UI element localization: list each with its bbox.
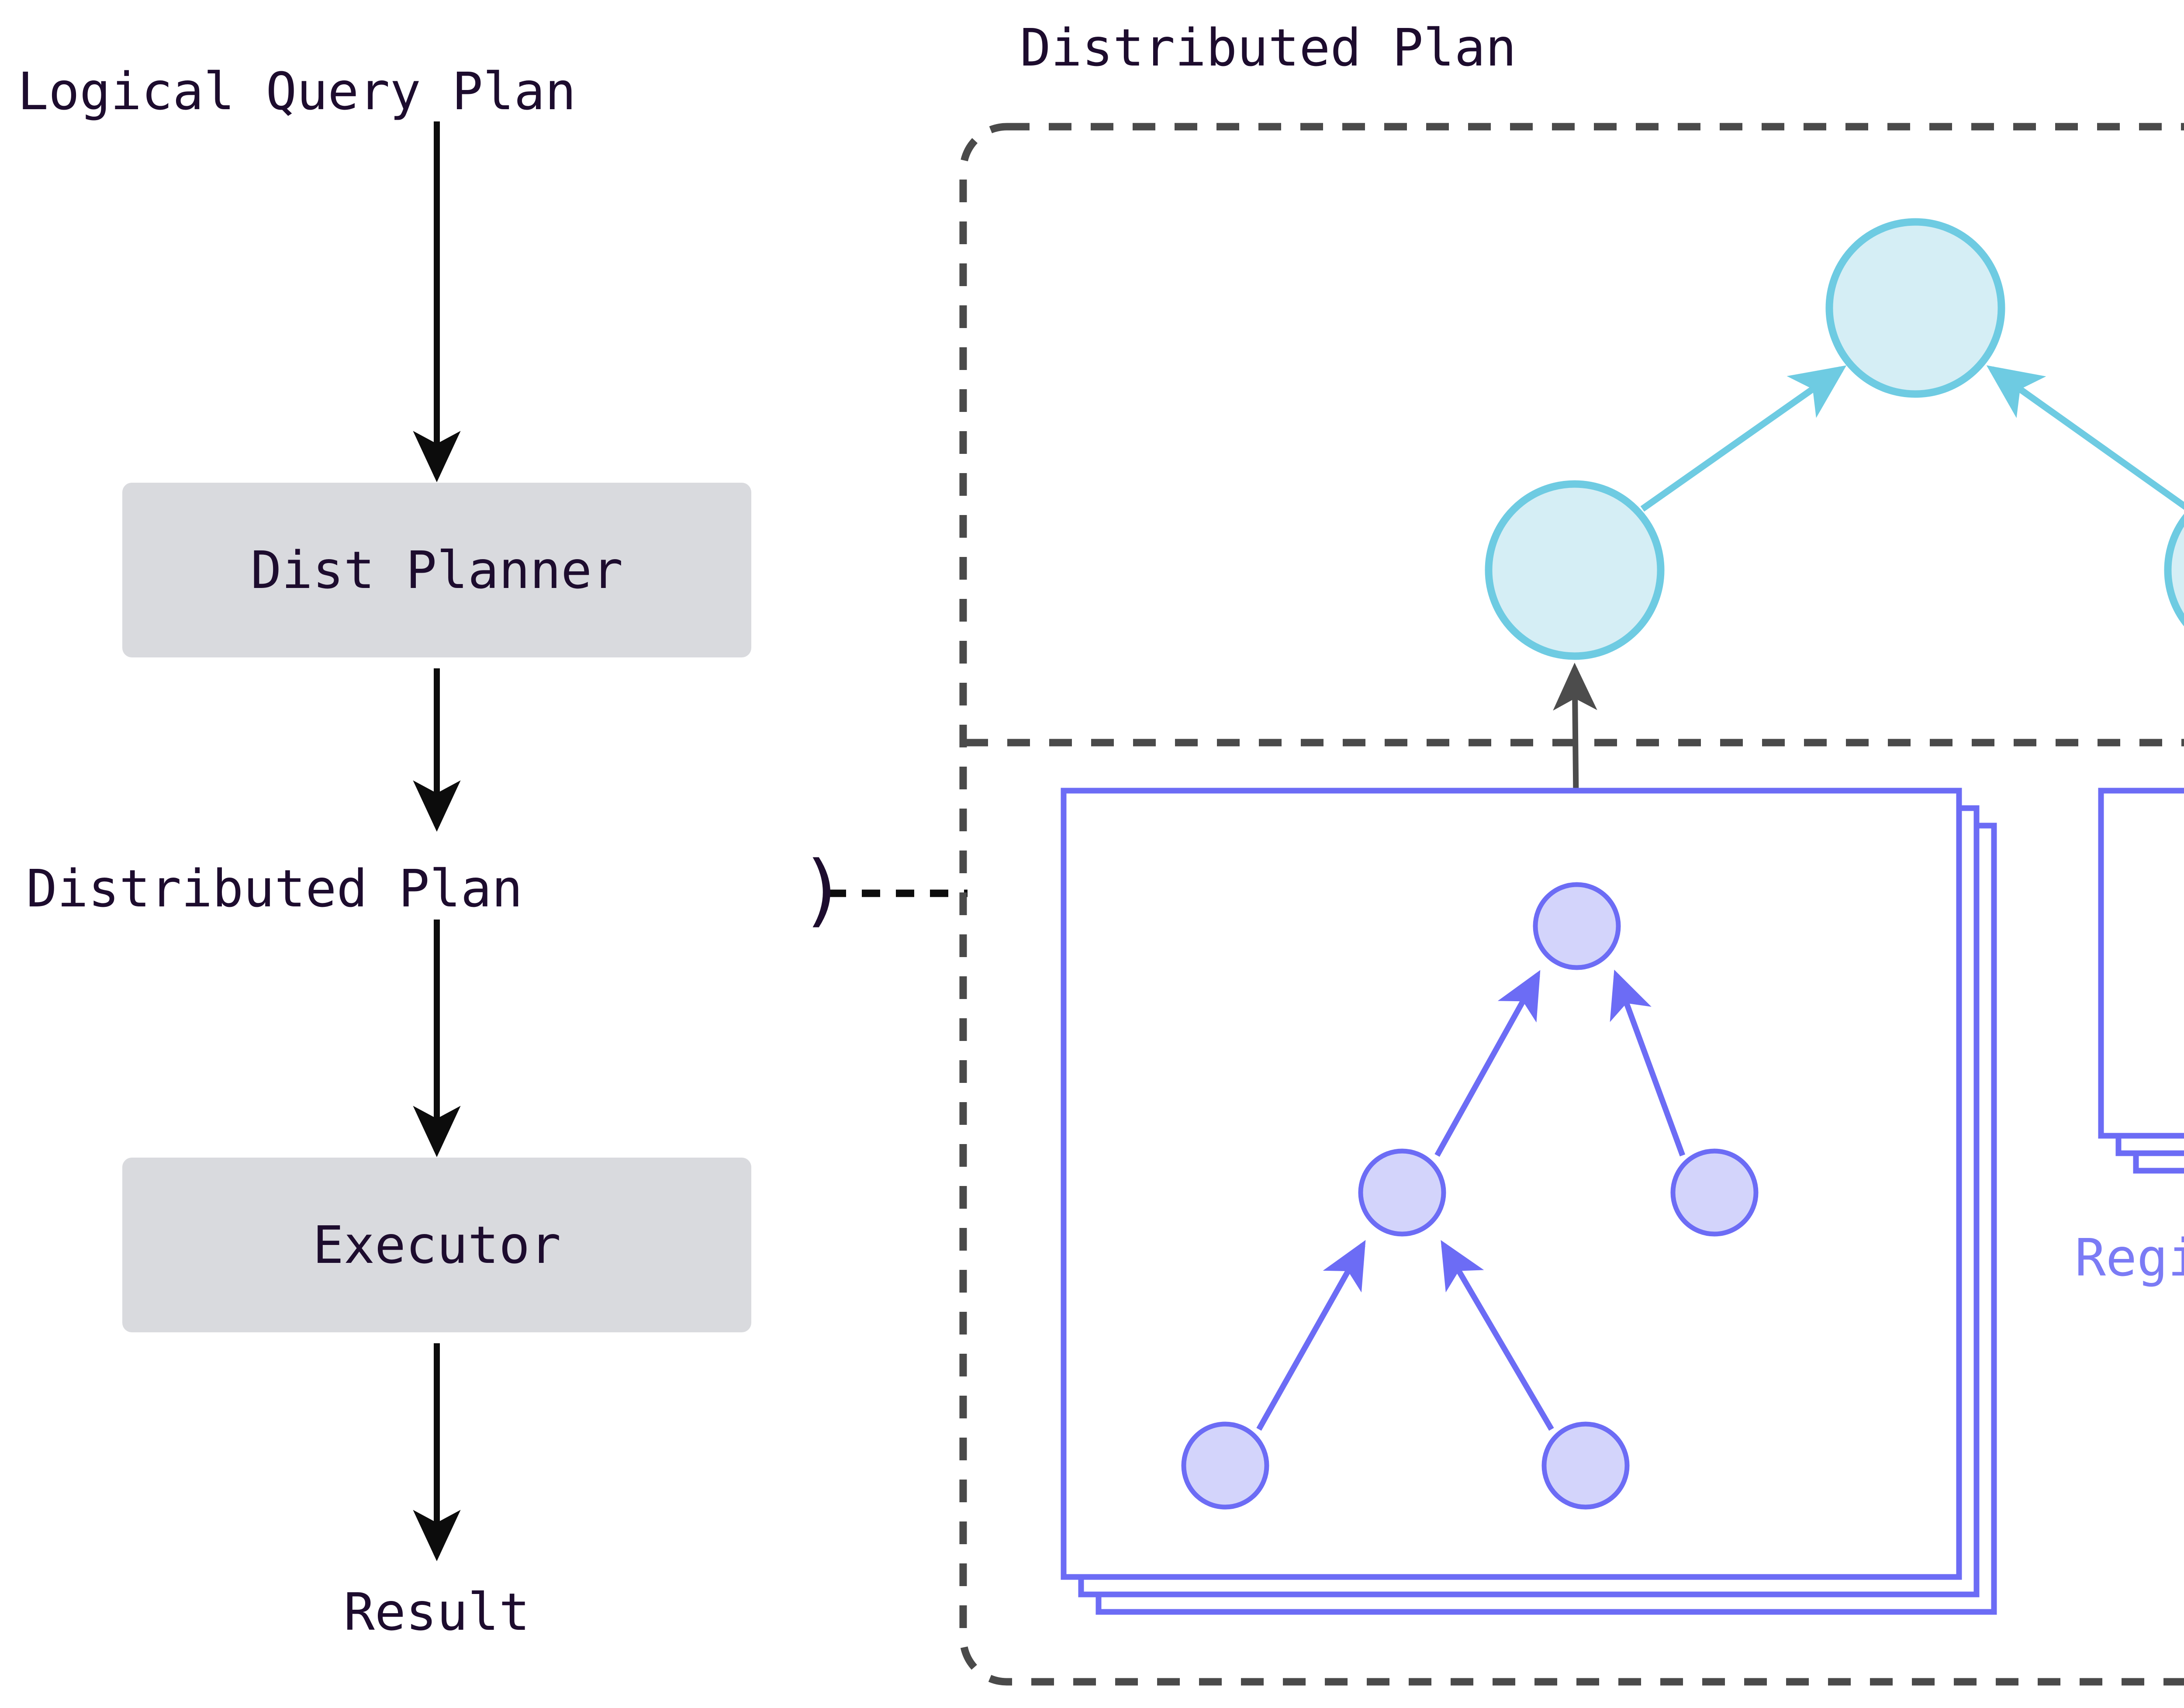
dist-planner-label: Dist Planner — [250, 540, 623, 600]
executor-box[interactable] — [122, 1158, 751, 1332]
datanode-node-d1-mid[interactable] — [1358, 1148, 1446, 1237]
datanode-node-d1-root[interactable] — [1533, 882, 1621, 970]
frontend-node-root[interactable] — [1825, 218, 2005, 398]
result-label: Result — [343, 1582, 530, 1642]
region-card-right-layer-1 — [2098, 788, 2184, 1139]
logical-query-plan-label: Logical Query Plan — [17, 61, 576, 121]
edge-frontend-right-to-root — [1986, 365, 2184, 510]
edge-d1-mid-to-root — [1434, 970, 1541, 1157]
datanode-node-d1-leaf2[interactable] — [1541, 1421, 1630, 1510]
distributed-plan-container — [959, 123, 2184, 1686]
region-stack-right[interactable] — [2098, 788, 2184, 1174]
datanode-node-d1-right[interactable] — [1670, 1148, 1759, 1237]
curly-brace-glyph: ) — [799, 844, 847, 936]
frontend-node-right[interactable] — [2164, 484, 2184, 656]
frontend-node-left[interactable] — [1485, 480, 1665, 660]
edge-d1-leaf1-to-mid — [1256, 1240, 1366, 1431]
distributed-plan-title: Distributed Plan — [1020, 17, 1517, 78]
datanode-node-d1-leaf1[interactable] — [1181, 1421, 1269, 1510]
edge-d1-right-to-root — [1610, 969, 1686, 1157]
executor-label: Executor — [312, 1215, 561, 1275]
edge-d1-leaf2-to-mid — [1441, 1240, 1554, 1431]
distributed-plan-mid-label: Distributed Plan — [26, 858, 523, 919]
edge-frontend-left-to-root — [1640, 365, 1847, 512]
regions-label: Regions — [2075, 1227, 2184, 1288]
region-stack-left[interactable] — [1061, 788, 1997, 1615]
dist-planner-box[interactable] — [122, 483, 751, 657]
